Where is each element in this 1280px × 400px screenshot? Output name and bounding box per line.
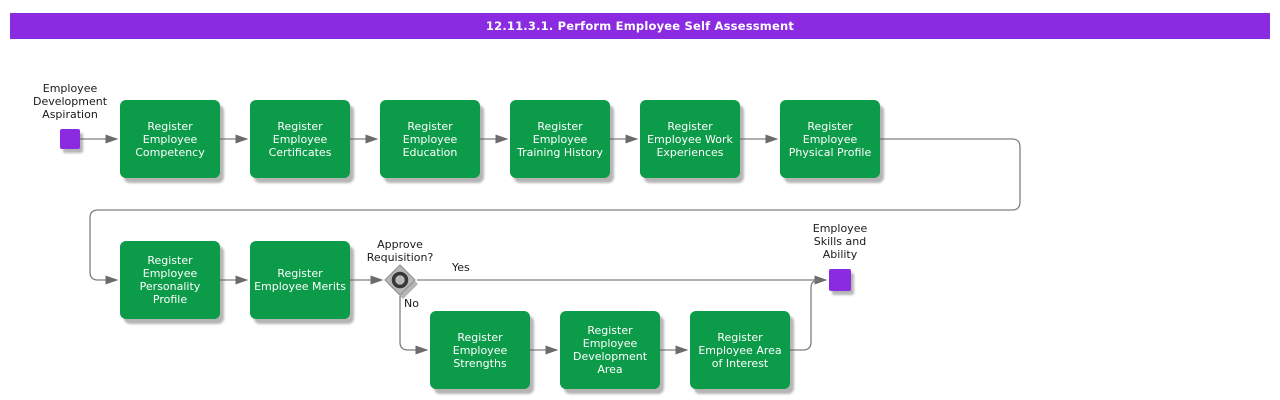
- task-register-employee-physical-profile[interactable]: Register Employee Physical Profile: [780, 100, 880, 178]
- end-event-label: Employee Skills and Ability: [812, 222, 868, 261]
- task-register-employee-work-experiences[interactable]: Register Employee Work Experiences: [640, 100, 740, 178]
- task-register-employee-merits[interactable]: Register Employee Merits: [250, 241, 350, 319]
- task-register-employee-certificates[interactable]: Register Employee Certificates: [250, 100, 350, 178]
- start-event[interactable]: [60, 129, 80, 149]
- diagram-title: 12.11.3.1. Perform Employee Self Assessm…: [485, 19, 795, 33]
- decision-gateway[interactable]: [384, 264, 418, 299]
- decision-no-label: No: [404, 297, 419, 310]
- connector-interest-to-end: [790, 279, 820, 351]
- task-register-employee-education[interactable]: Register Employee Education: [380, 100, 480, 178]
- task-register-employee-personality-profile[interactable]: Register Employee Personality Profile: [120, 241, 220, 319]
- decision-yes-label: Yes: [452, 261, 470, 274]
- task-register-employee-strengths[interactable]: Register Employee Strengths: [430, 311, 530, 389]
- end-event[interactable]: [829, 269, 851, 291]
- start-event-label: Employee Development Aspiration: [32, 82, 108, 121]
- task-register-employee-development-area[interactable]: Register Employee Development Area: [560, 311, 660, 389]
- decision-label: Approve Requisition?: [366, 238, 434, 264]
- decision-ring-icon: [391, 271, 409, 289]
- connector-physical-to-personality: [89, 138, 1021, 285]
- task-register-employee-competency[interactable]: Register Employee Competency: [120, 100, 220, 178]
- task-register-employee-area-of-interest[interactable]: Register Employee Area of Interest: [690, 311, 790, 389]
- decision-diamond[interactable]: [384, 264, 416, 296]
- task-register-employee-training-history[interactable]: Register Employee Training History: [510, 100, 610, 178]
- connector-decision-no-to-strengths: [399, 296, 429, 355]
- title-bar: 12.11.3.1. Perform Employee Self Assessm…: [10, 13, 1270, 39]
